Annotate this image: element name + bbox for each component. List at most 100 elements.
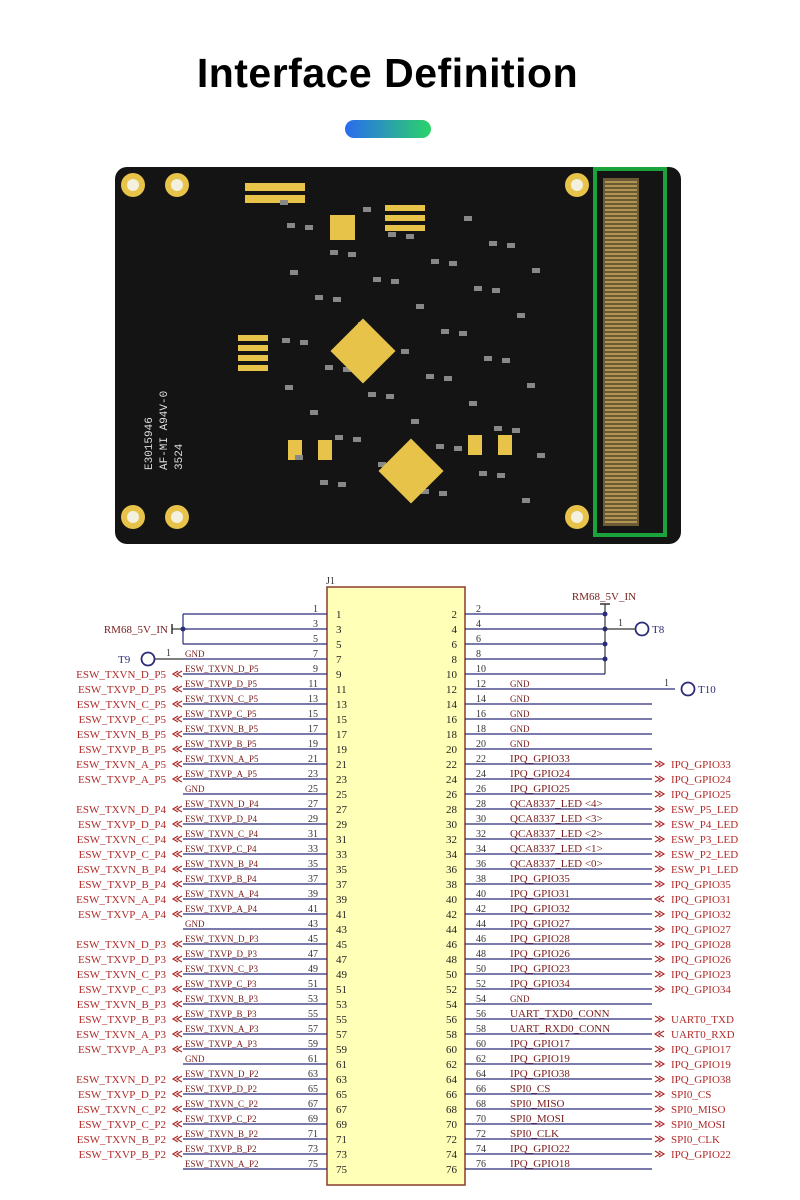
external-net-label: SPI0_MISO bbox=[671, 1104, 725, 1116]
pin-number-inner: 51 bbox=[336, 984, 347, 996]
net-label: ESW_TXVN_B_P3 bbox=[185, 994, 259, 1004]
net-label: IPQ_GPIO31 bbox=[510, 888, 570, 900]
net-label: GND bbox=[510, 694, 530, 704]
smd-component bbox=[282, 338, 290, 343]
smd-component bbox=[305, 225, 313, 230]
net-port-arrow-icon bbox=[654, 1060, 662, 1068]
net-port-arrow-icon bbox=[171, 895, 179, 903]
pin-number-outer: 37 bbox=[308, 874, 318, 885]
pin-number-outer: 71 bbox=[308, 1129, 318, 1140]
net-label: IPQ_GPIO24 bbox=[510, 768, 570, 780]
net-label: GND bbox=[510, 994, 530, 1004]
connector bbox=[603, 178, 639, 526]
pin-number-inner: 50 bbox=[446, 969, 458, 981]
smd-component bbox=[280, 200, 288, 205]
net-port-arrow-icon bbox=[654, 865, 662, 873]
net-port-arrow-icon bbox=[175, 745, 183, 753]
net-port-arrow-icon bbox=[171, 775, 179, 783]
pin-number-inner: 28 bbox=[446, 804, 458, 816]
smd-component bbox=[489, 241, 497, 246]
external-net-label: ESW_TXVP_B_P3 bbox=[79, 1014, 167, 1026]
net-port-arrow-icon bbox=[175, 1015, 183, 1023]
pin-number-inner: 29 bbox=[336, 819, 348, 831]
smd-component bbox=[378, 462, 386, 467]
net-port-arrow-icon bbox=[175, 835, 183, 843]
net-label: ESW_TXVP_B_P4 bbox=[185, 874, 257, 884]
net-port-arrow-icon bbox=[658, 1105, 666, 1113]
pin-number-inner: 56 bbox=[446, 1014, 458, 1026]
smd-component bbox=[439, 491, 447, 496]
test-point-label: T9 bbox=[118, 654, 131, 666]
pin-number-inner: 68 bbox=[446, 1104, 458, 1116]
net-port-arrow-icon bbox=[654, 1015, 662, 1023]
pin-number-outer: 74 bbox=[476, 1144, 486, 1155]
pin-number-inner: 35 bbox=[336, 864, 348, 876]
net-label: UART_TXD0_CONN bbox=[510, 1008, 610, 1020]
smd-component bbox=[426, 374, 434, 379]
pin-number-outer: 11 bbox=[308, 679, 318, 690]
mounting-hole-center bbox=[571, 511, 583, 523]
pin-number-outer: 48 bbox=[476, 949, 486, 960]
pcb-pad bbox=[318, 440, 332, 460]
pin-number-outer: 35 bbox=[308, 859, 318, 870]
smd-component bbox=[517, 313, 525, 318]
pin-number-inner: 66 bbox=[446, 1089, 458, 1101]
pin-number-outer: 49 bbox=[308, 964, 318, 975]
pin-number-outer: 42 bbox=[476, 904, 486, 915]
net-port-arrow-icon bbox=[171, 940, 179, 948]
chip-pad bbox=[378, 438, 444, 504]
external-net-label: SPI0_CS bbox=[671, 1089, 711, 1101]
pin-number-inner: 57 bbox=[336, 1029, 348, 1041]
smd-component bbox=[484, 356, 492, 361]
net-label: ESW_TXVN_D_P4 bbox=[185, 799, 259, 809]
test-point-icon bbox=[140, 651, 156, 667]
net-port-arrow-icon bbox=[654, 925, 662, 933]
pin-number-inner: 52 bbox=[446, 984, 457, 996]
external-net-label: ESW_TXVP_D_P2 bbox=[78, 1089, 166, 1101]
pin-number-inner: 70 bbox=[446, 1119, 458, 1131]
net-port-arrow-icon bbox=[658, 1060, 666, 1068]
net-label: ESW_TXVN_A_P4 bbox=[185, 889, 259, 899]
junction-dot bbox=[602, 641, 608, 647]
pin-number-outer: 19 bbox=[308, 739, 318, 750]
net-port-arrow-icon bbox=[175, 775, 183, 783]
net-port-arrow-icon bbox=[171, 1045, 179, 1053]
smd-component bbox=[287, 223, 295, 228]
net-label: ESW_TXVP_C_P2 bbox=[185, 1114, 257, 1124]
smd-component bbox=[441, 329, 449, 334]
connector-ref: J1 bbox=[326, 576, 335, 587]
smd-component bbox=[479, 471, 487, 476]
pcb-pad bbox=[238, 355, 268, 361]
pin-number-outer: 34 bbox=[476, 844, 486, 855]
net-port-arrow-icon bbox=[175, 1135, 183, 1143]
pin-number-inner: 17 bbox=[336, 729, 348, 741]
net-port-arrow-icon bbox=[175, 685, 183, 693]
smd-component bbox=[532, 268, 540, 273]
pin-number-outer: 5 bbox=[313, 634, 318, 645]
net-port-arrow-icon bbox=[175, 955, 183, 963]
smd-component bbox=[368, 392, 376, 397]
pin-number-inner: 15 bbox=[336, 714, 348, 726]
net-port-arrow-icon bbox=[175, 1105, 183, 1113]
pin-number-outer: 51 bbox=[308, 979, 318, 990]
smd-component bbox=[502, 358, 510, 363]
smd-component bbox=[537, 453, 545, 458]
net-port-arrow-icon bbox=[175, 895, 183, 903]
pin-number-inner: 49 bbox=[336, 969, 348, 981]
smd-component bbox=[338, 482, 346, 487]
external-net-label: ESW_TXVP_B_P2 bbox=[79, 1149, 166, 1161]
smd-component bbox=[527, 383, 535, 388]
net-label: ESW_TXVP_D_P3 bbox=[185, 949, 258, 959]
external-net-label: ESW_TXVN_B_P5 bbox=[77, 729, 167, 741]
pcb-photo: E3015946 AF-MI A94V-0 3524 bbox=[115, 167, 681, 544]
pin-number-outer: 13 bbox=[308, 694, 318, 705]
pin-number-outer: 4 bbox=[476, 619, 481, 630]
page-title: Interface Definition bbox=[196, 50, 579, 96]
pin-number-outer: 9 bbox=[313, 664, 318, 675]
net-port-arrow-icon bbox=[175, 1075, 183, 1083]
pin-number-inner: 47 bbox=[336, 954, 348, 966]
net-label: ESW_TXVN_C_P5 bbox=[185, 694, 259, 704]
net-label: GND bbox=[185, 649, 205, 659]
pin-number-inner: 74 bbox=[446, 1149, 458, 1161]
pcb-pad bbox=[385, 215, 425, 221]
